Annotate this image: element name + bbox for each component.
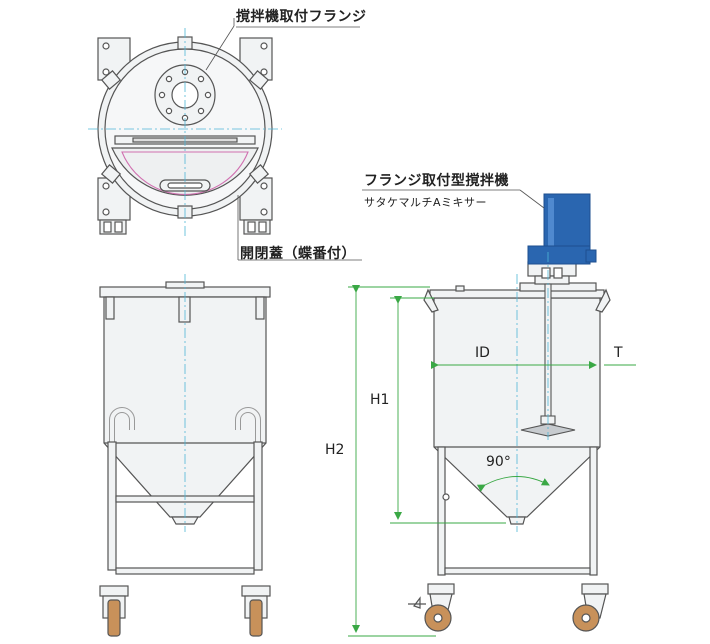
lid-outline: [121, 151, 249, 195]
caster-wheel: [249, 599, 263, 637]
t-dimension-label: T: [614, 345, 623, 361]
impeller: [520, 423, 576, 437]
caster-wheel: [107, 599, 121, 637]
mixer-model-label: サタケマルチAミキサー: [364, 196, 488, 209]
side-view: [408, 261, 611, 632]
flange-agitator-label: フランジ取付型撹拌機: [364, 173, 509, 189]
h2-dimension-label: H2: [325, 442, 345, 458]
front-view: [99, 281, 271, 637]
agitator-flange-label: 撹拌機取付フランジ: [236, 9, 367, 25]
h1-dimension-label: H1: [370, 392, 390, 408]
dimension-lines: [348, 285, 636, 637]
agitator-motor: [527, 193, 597, 265]
id-dimension-label: ID: [475, 345, 490, 361]
cone-angle-label: 90°: [486, 454, 511, 470]
hinged-lid-label: 開閉蓋（蝶番付）: [240, 246, 356, 262]
